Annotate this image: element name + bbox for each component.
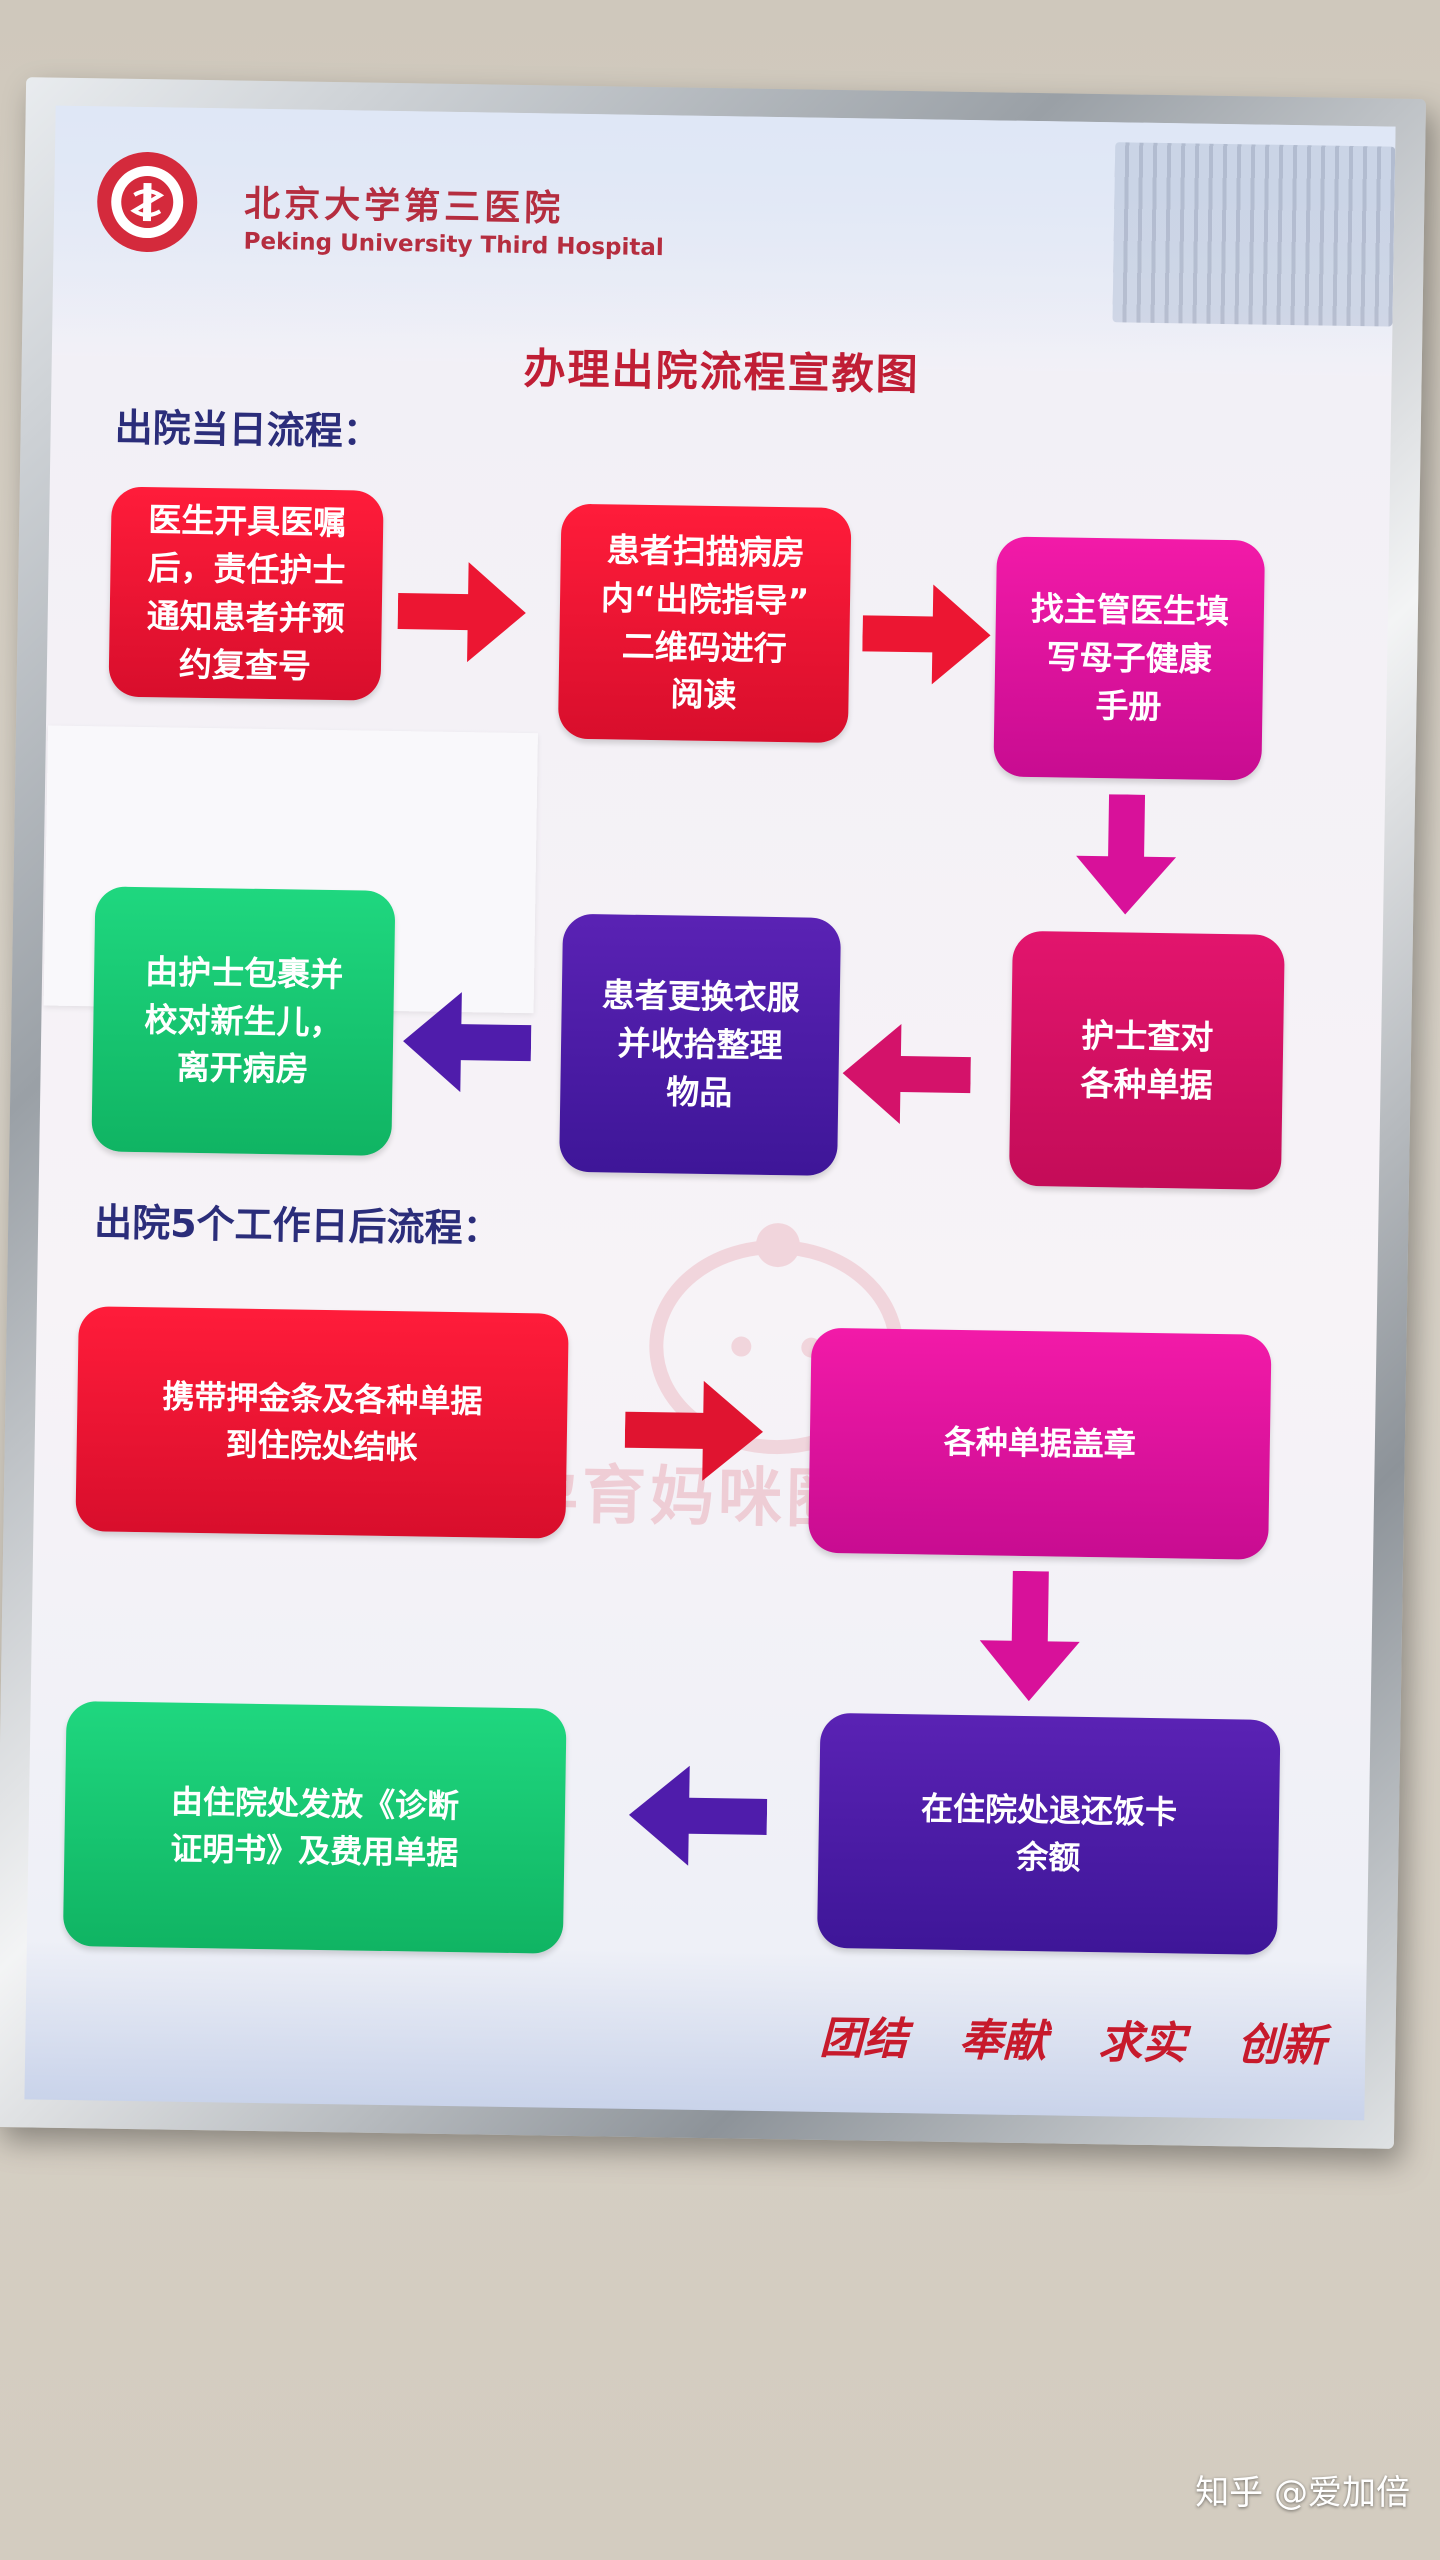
poster: 北京大学第三医院 Peking University Third Hospita… [24,105,1396,2121]
arrow-left-icon [842,1023,971,1124]
arrow-right-icon [862,584,991,685]
step-box-diagnosis-certificate: 由住院处发放《诊断 证明书》及费用单据 [62,1700,567,1954]
step-box-refund-meal-card: 在住院处退还饭卡 余额 [816,1712,1281,1956]
step-box-leave-ward: 由护士包裹并 校对新生儿， 离开病房 [91,886,396,1156]
step-box-health-handbook: 找主管医生填 写母子健康 手册 [993,536,1266,781]
arrow-down-icon [979,1570,1080,1702]
hospital-name-cn: 北京大学第三医院 [243,182,565,230]
source-credit: 知乎 @爱加倍 [1195,2473,1410,2513]
arrow-down-icon [1076,794,1177,915]
step-box-order: 医生开具医嘱 后，责任护士 通知患者并预 约复查号 [108,486,384,701]
arrow-left-icon [403,992,532,1093]
arrow-left-icon [628,1765,768,1866]
section-heading-discharge-day: 出院当日流程： [114,405,382,454]
step-box-stamp-documents: 各种单据盖章 [808,1327,1272,1560]
step-box-nurse-check: 护士查对 各种单据 [1008,930,1285,1190]
hospital-slogan: 团结 奉献 求实 创新 [819,2012,1326,2072]
hospital-building-image [1112,142,1396,327]
arrow-right-icon [624,1380,763,1481]
step-box-settle-account: 携带押金条及各种单据 到住院处结帐 [75,1306,569,1539]
step-box-scan-qr: 患者扫描病房 内“出院指导” 二维码进行 阅读 [557,503,852,744]
hospital-logo-icon [97,152,198,253]
poster-frame: 北京大学第三医院 Peking University Third Hospita… [0,77,1427,2149]
section-heading-after-five-days: 出院5个工作日后流程： [93,1200,501,1251]
arrow-right-icon [397,562,526,663]
step-box-change-clothes: 患者更换衣服 并收拾整理 物品 [559,913,842,1177]
